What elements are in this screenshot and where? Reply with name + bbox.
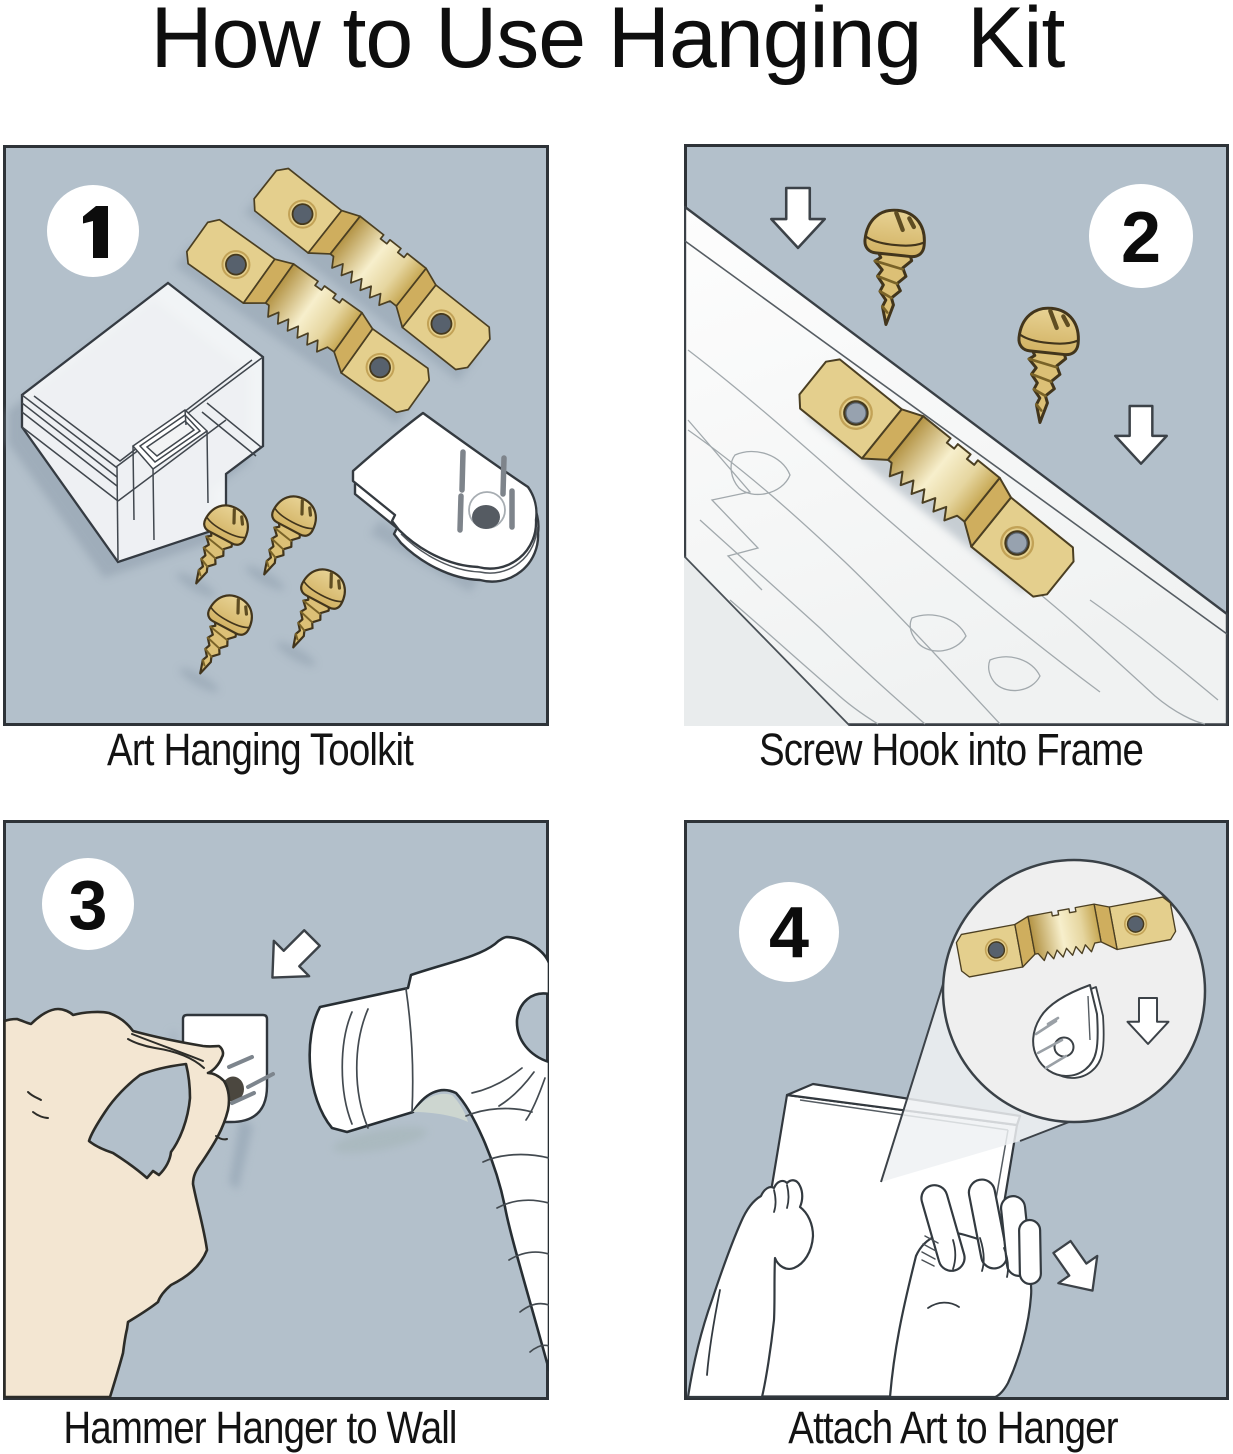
svg-text:2: 2 [1121, 198, 1161, 278]
svg-text:4: 4 [769, 893, 809, 973]
svg-text:3: 3 [69, 866, 108, 944]
